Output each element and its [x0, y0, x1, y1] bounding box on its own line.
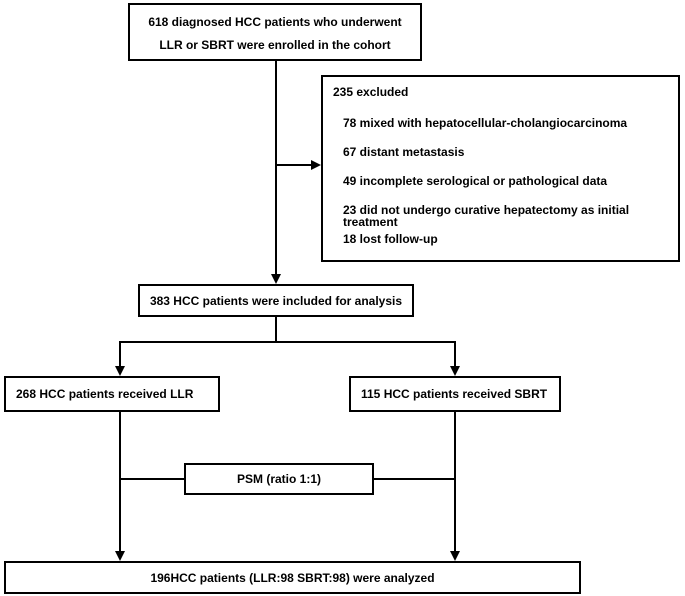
enrolled-line-1: 618 diagnosed HCC patients who underwent [148, 15, 402, 29]
excluded-item: 49 incomplete serological or pathologica… [343, 174, 608, 188]
arrow-to-llr [115, 366, 125, 376]
arrow-to-excluded [311, 160, 321, 170]
excluded-item: 23 did not undergo curative hepatectomy … [343, 203, 630, 229]
psm-box: PSM (ratio 1:1) [184, 463, 374, 495]
sbrt-box: 115 HCC patients received SBRT [349, 376, 561, 412]
connector-split-horizontal [119, 341, 456, 343]
excluded-item: 78 mixed with hepatocellular-cholangioca… [343, 116, 628, 130]
excluded-item: 18 lost follow-up [343, 232, 438, 246]
excluded-title: 235 excluded [333, 85, 409, 99]
connector-excluded-branch [276, 164, 311, 166]
arrow-to-sbrt [450, 366, 460, 376]
included-box: 383 HCC patients were included for analy… [138, 284, 414, 317]
sbrt-label: 115 HCC patients received SBRT [361, 387, 548, 401]
enrolled-box: 618 diagnosed HCC patients who underwent… [128, 3, 422, 61]
excluded-item: 67 distant metastasis [343, 145, 465, 159]
connector-to-sbrt [454, 341, 456, 366]
connector-main-vertical [275, 61, 277, 274]
connector-psm-left [120, 478, 184, 480]
connector-split-vertical [275, 317, 277, 342]
psm-label: PSM (ratio 1:1) [236, 472, 321, 486]
analyzed-box: 196HCC patients (LLR:98 SBRT:98) were an… [4, 561, 581, 594]
arrow-sbrt-to-analyzed [450, 551, 460, 561]
arrow-to-included [271, 274, 281, 284]
analyzed-label: 196HCC patients (LLR:98 SBRT:98) were an… [150, 570, 435, 585]
arrow-llr-to-analyzed [115, 551, 125, 561]
llr-box: 268 HCC patients received LLR [4, 376, 220, 412]
included-label: 383 HCC patients were included for analy… [149, 293, 403, 308]
llr-label: 268 HCC patients received LLR [16, 387, 194, 401]
connector-sbrt-down [454, 412, 456, 551]
connector-llr-down [119, 412, 121, 551]
excluded-box: 235 excluded 78 mixed with hepatocellula… [321, 75, 680, 262]
connector-to-llr [119, 341, 121, 366]
enrolled-line-2: LLR or SBRT were enrolled in the cohort [159, 38, 391, 52]
connector-psm-right [374, 478, 455, 480]
